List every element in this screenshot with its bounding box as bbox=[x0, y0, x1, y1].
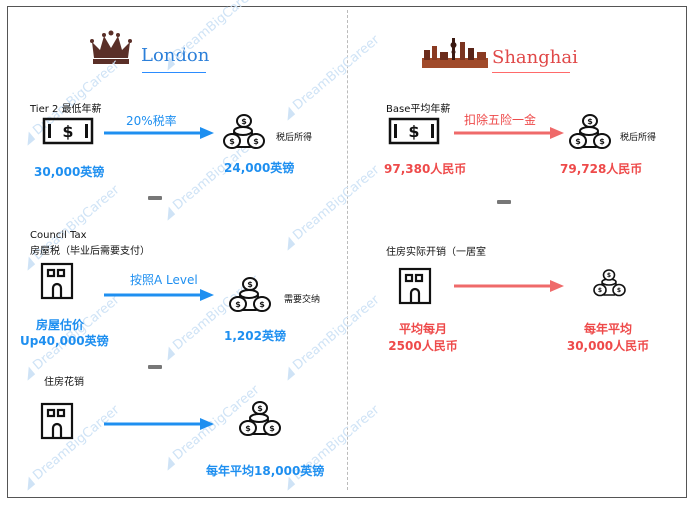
shanghai-gross-salary: 97,380人民币 bbox=[384, 162, 467, 176]
council-tax-title: Council Tax bbox=[30, 230, 87, 241]
crown-icon bbox=[90, 30, 132, 64]
council-tax-band-label: 按照A Level bbox=[130, 273, 198, 287]
council-tax-pay-label: 需要交纳 bbox=[284, 295, 321, 305]
coin-stack-icon: $ $ $ bbox=[223, 114, 265, 149]
svg-text:$: $ bbox=[247, 280, 253, 289]
shanghai-deduction-label: 扣除五险一金 bbox=[464, 113, 537, 127]
coin-stack-icon: $ $ $ bbox=[229, 277, 271, 312]
shanghai-annual-label: 每年平均 bbox=[583, 322, 632, 336]
section-separator bbox=[148, 365, 162, 369]
section-separator bbox=[497, 200, 511, 204]
arrow-right-icon bbox=[104, 127, 214, 139]
london-underline bbox=[142, 72, 206, 73]
coin-stack-icon: $ $ $ bbox=[569, 114, 611, 149]
section-separator bbox=[148, 196, 162, 200]
center-divider bbox=[347, 10, 348, 490]
london-gross-salary: 30,000英镑 bbox=[34, 165, 105, 179]
shanghai-underline bbox=[492, 72, 570, 73]
svg-text:$: $ bbox=[229, 137, 235, 146]
svg-text:$: $ bbox=[575, 137, 581, 146]
london-tax-rate-label: 20%税率 bbox=[126, 114, 177, 128]
shanghai-monthly-label: 平均每月 bbox=[398, 322, 447, 336]
svg-text:$: $ bbox=[241, 117, 247, 126]
cash-bill-icon: $ bbox=[388, 117, 440, 145]
london-housing-title: 住房花销 bbox=[44, 377, 84, 388]
svg-text:$: $ bbox=[607, 272, 611, 279]
london-salary-title: Tier 2 最低年薪 bbox=[30, 104, 102, 115]
building-icon bbox=[40, 402, 74, 440]
arrow-right-icon bbox=[104, 418, 214, 430]
london-net-label: 税后所得 bbox=[276, 133, 313, 143]
svg-text:$: $ bbox=[259, 300, 265, 309]
shanghai-skyline-icon bbox=[422, 38, 488, 68]
london-housing-annual: 每年平均18,000英镑 bbox=[206, 464, 325, 478]
svg-text:$: $ bbox=[598, 287, 602, 294]
house-value-label: 房屋估价 bbox=[36, 318, 85, 332]
svg-text:$: $ bbox=[253, 137, 259, 146]
svg-text:$: $ bbox=[269, 424, 275, 433]
shanghai-title: Shanghai bbox=[492, 47, 578, 68]
svg-text:$: $ bbox=[587, 117, 593, 126]
svg-text:$: $ bbox=[62, 122, 73, 141]
arrow-right-icon bbox=[104, 289, 214, 301]
shanghai-annual-amount: 30,000人民币 bbox=[566, 339, 650, 353]
arrow-right-icon bbox=[454, 127, 564, 139]
svg-text:$: $ bbox=[408, 122, 419, 141]
arrow-right-icon bbox=[454, 280, 564, 292]
svg-text:$: $ bbox=[599, 137, 605, 146]
building-icon bbox=[40, 262, 74, 300]
shanghai-housing-title: 住房实际开销（一居室 bbox=[386, 247, 486, 258]
building-icon bbox=[398, 267, 432, 305]
svg-text:$: $ bbox=[617, 287, 621, 294]
council-tax-subtitle: 房屋税（毕业后需要支付） bbox=[30, 246, 150, 257]
coin-stack-icon: $ $ $ bbox=[593, 269, 626, 297]
cash-bill-icon: $ bbox=[42, 117, 94, 145]
shanghai-salary-title: Base平均年薪 bbox=[386, 104, 451, 115]
london-title: London bbox=[141, 45, 210, 66]
council-tax-amount: 1,202英镑 bbox=[224, 329, 286, 343]
svg-text:$: $ bbox=[257, 404, 263, 413]
coin-stack-icon: $ $ $ bbox=[239, 401, 281, 436]
shanghai-monthly-amount: 2500人民币 bbox=[388, 339, 458, 353]
svg-text:$: $ bbox=[245, 424, 251, 433]
london-net-salary: 24,000英镑 bbox=[224, 161, 295, 175]
shanghai-net-label: 税后所得 bbox=[620, 133, 657, 143]
svg-text:$: $ bbox=[235, 300, 241, 309]
house-value-amount: Up40,000英镑 bbox=[20, 334, 109, 348]
shanghai-net-salary: 79,728人民币 bbox=[560, 162, 643, 176]
